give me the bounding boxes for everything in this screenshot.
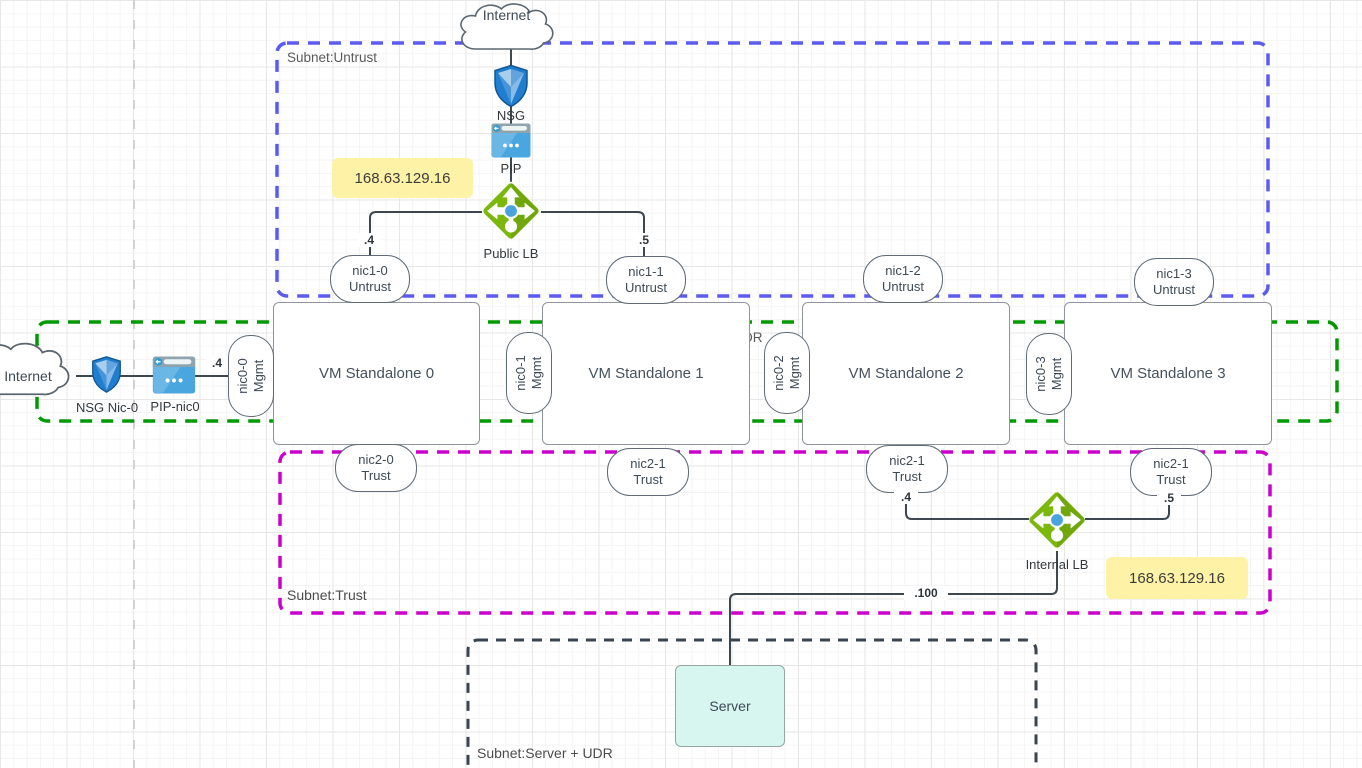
- pip-icon[interactable]: [491, 123, 531, 158]
- vm-standalone-1[interactable]: VM Standalone 1: [542, 302, 750, 445]
- vm-standalone-2[interactable]: VM Standalone 2: [802, 302, 1010, 445]
- internal-ip-note[interactable]: 168.63.129.16: [1106, 557, 1248, 599]
- subnet-untrust-rect[interactable]: [275, 41, 1270, 298]
- edge-internallb-to-nic2-vm3[interactable]: [1085, 494, 1170, 520]
- nsg-nic0-label: NSG Nic-0: [75, 400, 139, 415]
- nsg-nic0-shield-icon[interactable]: [91, 354, 122, 395]
- subnet-untrust-label: Subnet:Untrust: [287, 50, 378, 65]
- edge-publiclb-to-nic1-1[interactable]: [541, 211, 645, 256]
- port-label-dot4-trust: .4: [894, 490, 918, 504]
- public-ip-note[interactable]: 168.63.129.16: [332, 158, 473, 198]
- internet-left-label: Internet: [4, 368, 52, 384]
- pip-label: PIP: [500, 161, 522, 176]
- internet-top-label: Internet: [482, 7, 531, 23]
- port-label-dot100: .100: [904, 586, 948, 600]
- server-box[interactable]: Server: [675, 665, 785, 747]
- edge-publiclb-to-nic1-0[interactable]: [369, 211, 482, 255]
- public-lb-label: Public LB: [483, 246, 539, 261]
- vm-standalone-0[interactable]: VM Standalone 0: [273, 302, 480, 445]
- edge-internallb-to-server[interactable]: [729, 551, 1058, 666]
- port-label-dot5-top: .5: [632, 233, 656, 247]
- pip-nic0-icon[interactable]: [152, 356, 196, 394]
- port-label-dot5-trust: .5: [1157, 491, 1181, 505]
- vm-label: VM Standalone 1: [588, 365, 704, 382]
- internal-lb-label: Internal LB: [1025, 557, 1089, 572]
- nsg-label: NSG: [496, 108, 526, 123]
- nsg-shield-icon[interactable]: [493, 64, 529, 108]
- public-lb-icon[interactable]: [481, 181, 541, 241]
- pip-nic0-label: PIP-nic0: [150, 399, 200, 414]
- subnet-trust-rect[interactable]: [278, 450, 1272, 615]
- vm-standalone-3[interactable]: VM Standalone 3: [1064, 302, 1272, 445]
- vm-label: VM Standalone 3: [1110, 365, 1226, 382]
- page-divider-line: [133, 0, 135, 768]
- edge-internallb-to-nic2-vm2[interactable]: [905, 489, 1029, 520]
- vm-label: VM Standalone 2: [848, 365, 964, 382]
- internal-lb-icon[interactable]: [1027, 490, 1087, 550]
- port-label-dot4-top: .4: [357, 233, 381, 247]
- subnet-server-label: Subnet:Server + UDR: [477, 745, 613, 761]
- subnet-trust-label: Subnet:Trust: [287, 587, 367, 603]
- subnet-server-rect[interactable]: [466, 638, 1038, 768]
- vm-label: VM Standalone 0: [318, 365, 435, 382]
- port-label-dot4-left: .4: [206, 356, 228, 370]
